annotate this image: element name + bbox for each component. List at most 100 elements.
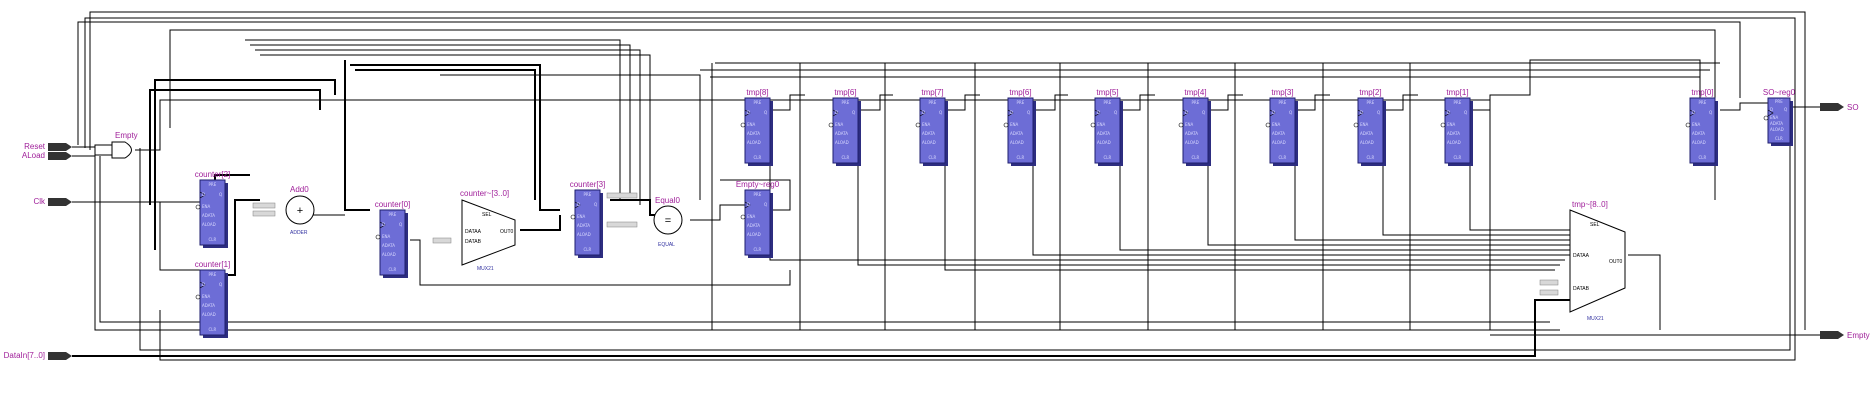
flipflop-body <box>744 97 771 164</box>
ff-pin-d: D <box>1692 110 1695 115</box>
output-port-empty[interactable]: Empty <box>1820 331 1870 340</box>
equal-comparator[interactable]: = Equal0 EQUAL <box>606 192 683 248</box>
inverter-bubble <box>1265 122 1271 128</box>
gate-label: Empty <box>115 131 138 140</box>
ff-pin-d: D <box>1272 110 1275 115</box>
flipflop-label: counter[1] <box>195 260 231 269</box>
ff-pin-clr: CLR <box>1017 155 1025 160</box>
input-port-clk[interactable]: Clk <box>33 197 72 206</box>
flipflop-body <box>199 179 226 246</box>
ff-pin-ena: ENA <box>1692 122 1701 127</box>
ff-pin-clr: CLR <box>389 267 397 272</box>
clock-edge-icon <box>199 281 206 289</box>
ff-pin-d: D <box>1097 110 1100 115</box>
ff-pin-ena: ENA <box>1097 122 1106 127</box>
clock-edge-icon <box>1689 109 1696 117</box>
clock-edge-icon <box>919 109 926 117</box>
ff-pin-aload: ALOAD <box>1360 140 1374 145</box>
ff-pin-clr: CLR <box>754 247 762 252</box>
flipflop-label: Empty~reg0 <box>736 180 780 189</box>
flipflop-body <box>379 209 406 276</box>
ff-pin-pre: PRE <box>1367 100 1375 105</box>
adder[interactable]: + Add0 ADDER <box>252 185 315 236</box>
inverter-bubble <box>1763 115 1769 121</box>
ff-pin-adata: ADATA <box>1272 131 1285 136</box>
ff-pin-adata: ADATA <box>747 223 760 228</box>
clock-edge-icon <box>832 109 839 117</box>
port-label: DataIn[7..0] <box>4 351 45 360</box>
ff-pin-q: Q <box>594 202 597 207</box>
ff-pin-ena: ENA <box>202 294 211 299</box>
mux-tmp[interactable]: SEL DATAA DATAB OUT0 tmp~[8..0] MUX21 <box>1539 200 1626 322</box>
ff-pin-q: Q <box>764 110 767 115</box>
ff-pin-q: Q <box>1709 110 1712 115</box>
ff-pin-q: Q <box>219 282 222 287</box>
ff-pin-clr: CLR <box>1367 155 1375 160</box>
ff-pin-q: Q <box>1289 110 1292 115</box>
ff-pin-ena: ENA <box>835 122 844 127</box>
ff-pin-adata: ADATA <box>1360 131 1373 136</box>
constant-box <box>432 237 452 244</box>
mux-counter[interactable]: SEL DATAA DATAB OUT0 counter~[3..0] MUX2… <box>432 189 516 272</box>
clock-edge-icon <box>379 221 386 229</box>
equal-type: EQUAL <box>658 242 675 248</box>
flipflop-label: tmp[5] <box>1096 88 1118 97</box>
output-port-so[interactable]: SO <box>1820 103 1859 112</box>
mux-pin-out: OUT0 <box>1609 259 1623 265</box>
ff-pin-q: Q <box>764 202 767 207</box>
clock-edge-icon <box>1767 109 1774 117</box>
ff-pin-d: D <box>835 110 838 115</box>
ff-pin-pre: PRE <box>1699 100 1707 105</box>
ff-pin-ena: ENA <box>1272 122 1281 127</box>
flipflop-label: tmp[2] <box>1359 88 1381 97</box>
ff-pin-pre: PRE <box>929 100 937 105</box>
ff-pin-adata: ADATA <box>922 131 935 136</box>
ff-pin-aload: ALOAD <box>1447 140 1461 145</box>
inverter-bubble <box>740 214 746 220</box>
ff-pin-adata: ADATA <box>1185 131 1198 136</box>
ff-pin-adata: ADATA <box>202 303 215 308</box>
ff-pin-q: Q <box>219 192 222 197</box>
empty-gate[interactable]: Empty <box>111 131 138 159</box>
ff-pin-clr: CLR <box>929 155 937 160</box>
ff-pin-d: D <box>202 282 205 287</box>
adder-label: Add0 <box>290 185 309 194</box>
ff-pin-ena: ENA <box>1360 122 1369 127</box>
input-port-aload[interactable]: ALoad <box>22 151 72 160</box>
constant-box <box>252 210 276 217</box>
flipflop-body <box>199 269 226 336</box>
ff-pin-aload: ALOAD <box>835 140 849 145</box>
constant-box <box>606 221 638 228</box>
ff-pin-clr: CLR <box>1104 155 1112 160</box>
input-port-reset[interactable]: Reset <box>24 142 72 151</box>
input-port-datain[interactable]: DataIn[7..0] <box>4 351 72 360</box>
clock-edge-icon <box>1182 109 1189 117</box>
flipflop-body <box>574 189 601 256</box>
ff-pin-d: D <box>747 110 750 115</box>
flipflop-label: counter[2] <box>195 170 231 179</box>
ff-pin-clr: CLR <box>1699 155 1707 160</box>
clock-edge-icon <box>1444 109 1451 117</box>
ff-pin-clr: CLR <box>1775 136 1783 141</box>
mux-label: tmp~[8..0] <box>1572 200 1608 209</box>
inverter-bubble <box>375 234 381 240</box>
ff-pin-adata: ADATA <box>382 243 395 248</box>
adder-symbol: + <box>297 205 303 217</box>
inverter-bubble <box>828 122 834 128</box>
